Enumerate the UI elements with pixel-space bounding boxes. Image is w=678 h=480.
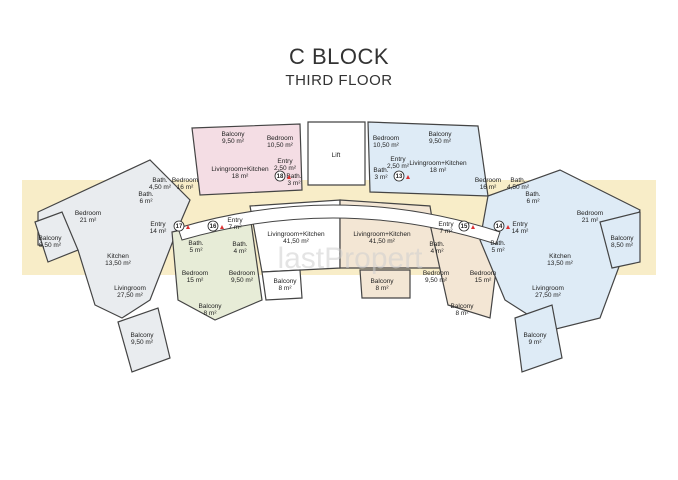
unit-marker-17: 17 xyxy=(173,220,190,232)
svg-text:13: 13 xyxy=(396,174,403,180)
markers-layer: 17 16 18 13 15 14 xyxy=(173,170,510,232)
entry-arrow-icon xyxy=(287,175,291,179)
white-balcony xyxy=(261,269,303,301)
room-label-left-bath-a: Bath.6 m² xyxy=(138,191,153,205)
room-label-r-bath-b: Bath.4,50 m² xyxy=(507,177,530,191)
room-label-g-bath2: Bath.4 m² xyxy=(232,241,247,255)
svg-text:16: 16 xyxy=(210,224,217,230)
page-title: C BLOCK xyxy=(288,44,390,69)
right-apartment xyxy=(479,169,641,331)
room-label-t-bath: Bath.4 m² xyxy=(429,241,444,255)
room-label-lift: Lift xyxy=(332,152,341,159)
pink-apartment xyxy=(191,123,303,196)
svg-text:14: 14 xyxy=(496,224,503,230)
entry-arrow-icon xyxy=(506,225,510,229)
page-subtitle: THIRD FLOOR xyxy=(285,72,393,89)
tan-balcony xyxy=(359,269,411,299)
left-balcony-bottom xyxy=(117,307,171,373)
right-balcony-bottom xyxy=(514,304,563,373)
entry-arrow-icon xyxy=(220,225,224,229)
unit-marker-15: 15 xyxy=(458,220,475,232)
entry-arrow-icon xyxy=(471,225,475,229)
room-label-t-bath2: Bath.5 m² xyxy=(490,240,505,254)
corridor xyxy=(177,204,501,245)
unit-marker-13: 13 xyxy=(393,170,410,182)
svg-text:15: 15 xyxy=(461,224,468,230)
room-label-left-bath-b: Bath.4,50 m² xyxy=(149,177,172,191)
unit-marker-18: 18 xyxy=(274,170,291,182)
unit-marker-14: 14 xyxy=(493,220,510,232)
entry-arrow-icon xyxy=(406,175,410,179)
svg-text:17: 17 xyxy=(176,224,183,230)
room-label-g-bath: Bath.5 m² xyxy=(188,240,203,254)
unit-marker-16: 16 xyxy=(207,220,224,232)
svg-text:18: 18 xyxy=(277,174,284,180)
room-label-rt-bath: Bath.3 m² xyxy=(373,167,388,181)
room-label-r-bath-a: Bath.6 m² xyxy=(525,191,540,205)
right-balcony-top xyxy=(599,211,641,269)
entry-arrow-icon xyxy=(186,225,190,229)
room-label-pink-bath: Bath.3 m² xyxy=(286,173,301,187)
left-balcony-top xyxy=(34,211,79,263)
lift-core xyxy=(307,121,366,186)
watermark: lastPropert xyxy=(277,242,423,275)
